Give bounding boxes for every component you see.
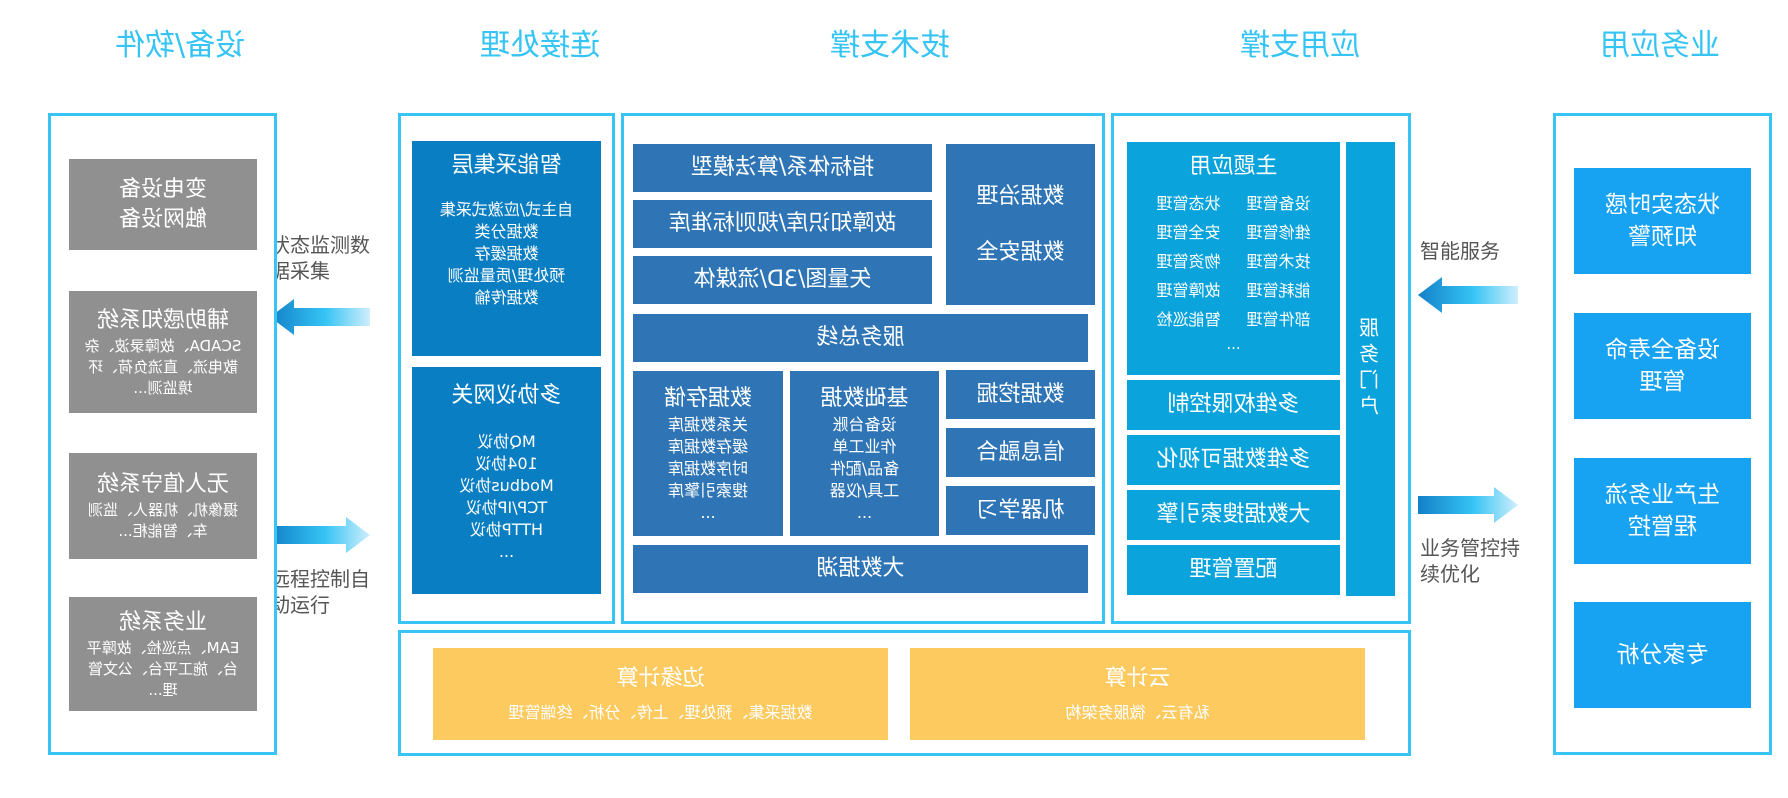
theme-item[interactable]: 维修管理 <box>1246 223 1311 242</box>
theme-apps-title: 主题应用 <box>1189 154 1278 179</box>
cloud-desc: 私有云、微服务架构 <box>1065 703 1210 722</box>
theme-item[interactable]: 安全管理 <box>1156 223 1221 242</box>
list-item: 数据分类 <box>474 222 539 241</box>
list-item: 搜索引擎库 <box>668 480 749 500</box>
column-title-app-support: 应用支撑 <box>1240 28 1360 63</box>
list-item: 备品/配件 <box>829 458 900 478</box>
arrow-label-remote-control: 远程控制自动运行 <box>270 567 370 617</box>
device-item[interactable]: 无人值守系统摄像机、机器人、监测车、智能柜... <box>69 453 257 559</box>
theme-row: 部件管理 智能巡检 <box>1156 306 1310 334</box>
arrow-right-icon <box>1418 487 1518 523</box>
arrow-label-smart-service: 智能服务 <box>1420 239 1500 263</box>
device-desc: EAM、点巡检、故障平台、施工平台、公文管理... <box>86 638 240 699</box>
app-block[interactable]: 多维数据可视化 <box>1127 435 1340 485</box>
gateway-title: 多协议网关 <box>451 383 562 408</box>
list-item: 缓存数据库 <box>668 436 749 456</box>
list-item: HTTP协议 <box>470 520 543 539</box>
base-data-title: 基础数据 <box>820 385 909 411</box>
tech-left-block[interactable]: 数据挖掘 <box>946 370 1095 419</box>
device-item[interactable]: 变电设备触网设备 <box>69 159 257 250</box>
list-item: ... <box>498 542 515 561</box>
list-item: 104协议 <box>475 454 538 473</box>
tech-right-block[interactable]: 指标体系/算法模型 <box>633 144 932 192</box>
list-item: MQ协议 <box>477 432 536 451</box>
business-item[interactable]: 生产业务流程管控 <box>1574 458 1751 564</box>
collect-title: 智能采集层 <box>451 153 562 178</box>
tech-left-block[interactable]: 信息融合 <box>946 428 1095 477</box>
service-portal-label: 服务门户 <box>1358 317 1383 421</box>
edge-desc: 数据采集、预处理、上传、分析、终端管理 <box>508 703 813 722</box>
data-security[interactable]: 数据安全 <box>976 239 1065 265</box>
data-governance[interactable]: 数据治理 <box>976 183 1065 209</box>
app-block[interactable]: 多维权限控制 <box>1127 380 1340 430</box>
data-lake[interactable]: 大数据湖 <box>633 545 1088 593</box>
theme-row: 维修管理 安全管理 <box>1156 219 1310 247</box>
service-bus[interactable]: 服务总线 <box>633 314 1088 362</box>
arrow-right-icon <box>270 517 370 553</box>
arrow-label-business-control: 业务管控持续优化 <box>1420 536 1520 586</box>
list-item: TCP/IP协议 <box>465 498 548 517</box>
collect-layer[interactable]: 智能采集层 自主式/应激式采集数据分类数据缓存预处理/质量监测数据传输 <box>412 141 601 356</box>
business-item[interactable]: 专家分析 <box>1574 602 1751 708</box>
cloud-computing[interactable]: 云计算 私有云、微服务架构 <box>910 648 1365 740</box>
theme-item[interactable]: 状态管理 <box>1156 194 1221 213</box>
device-desc: 摄像机、机器人、监测车、智能柜... <box>88 501 239 540</box>
list-item: 预处理/质量监测 <box>447 266 566 285</box>
list-item: 自主式/应激式采集 <box>439 200 574 219</box>
list-item: ... <box>700 502 716 522</box>
device-title: 辅助感知系统 <box>97 307 230 333</box>
device-item[interactable]: 业务系统 EAM、点巡检、故障平台、施工平台、公文管理... <box>69 597 257 711</box>
column-title-devices: 设备/软件 <box>114 28 246 63</box>
governance-security-block: 数据治理 数据安全 <box>946 144 1095 305</box>
column-title-connection: 连接处理 <box>480 28 600 63</box>
edge-computing[interactable]: 边缘计算 数据采集、预处理、上传、分析、终端管理 <box>433 648 888 740</box>
edge-title: 边缘计算 <box>616 666 705 691</box>
device-title: 无人值守系统 <box>97 472 230 497</box>
theme-apps-more: ... <box>1226 335 1241 353</box>
list-item: ... <box>856 502 873 522</box>
theme-item[interactable]: 技术管理 <box>1246 252 1311 271</box>
device-desc: 触网设备 <box>119 206 208 232</box>
theme-row: 设备管理 状态管理 <box>1156 190 1310 218</box>
arrow-left-icon <box>1418 277 1518 313</box>
theme-row: 能耗管理 故障管理 <box>1156 277 1310 305</box>
theme-item[interactable]: 能耗管理 <box>1246 281 1311 300</box>
storage-title: 数据存储 <box>664 385 753 411</box>
theme-item[interactable]: 部件管理 <box>1246 310 1311 329</box>
theme-item[interactable]: 设备管理 <box>1246 194 1311 213</box>
cloud-title: 云计算 <box>1104 666 1171 691</box>
theme-item[interactable]: 故障管理 <box>1156 281 1221 300</box>
app-block[interactable]: 大数据搜索引擎 <box>1127 490 1340 540</box>
tech-right-block[interactable]: 故障知识库/规则标准库 <box>633 200 932 248</box>
list-item: 设备台账 <box>832 414 897 434</box>
device-desc: SCADA、故障录波、杂散电流、直流负荷、环境监测... <box>84 336 242 397</box>
base-data-block[interactable]: 基础数据 设备台账作业工单备品/配件工具/仪器... <box>790 371 939 536</box>
list-item: 关系数据库 <box>668 414 749 434</box>
service-portal[interactable]: 服务门户 <box>1346 142 1395 596</box>
storage-block[interactable]: 数据存储 关系数据库缓存数据库时序数据库搜索引擎库... <box>633 371 783 536</box>
theme-item[interactable]: 物资管理 <box>1156 252 1221 271</box>
arrow-label-state-monitor: 状态监测数据采集 <box>270 233 370 283</box>
column-title-business: 业务应用 <box>1600 28 1720 63</box>
theme-row: 技术管理 物资管理 <box>1156 248 1310 276</box>
list-item: 时序数据库 <box>668 458 749 478</box>
device-title: 业务系统 <box>119 609 208 635</box>
list-item: 数据缓存 <box>474 244 539 263</box>
list-item: 工具/仪器 <box>829 480 900 500</box>
device-item[interactable]: 辅助感知系统 SCADA、故障录波、杂散电流、直流负荷、环境监测... <box>69 291 257 413</box>
list-item: 作业工单 <box>832 436 897 456</box>
app-block[interactable]: 配置管理 <box>1127 545 1340 595</box>
list-item: 数据传输 <box>474 288 539 307</box>
protocol-gateway[interactable]: 多协议网关 MQ协议 104协议 Modbus协议 TCP/IP协议 HTTP协议... <box>412 367 601 594</box>
business-item[interactable]: 状态实时感知预警 <box>1574 168 1751 274</box>
list-item: Modbus协议 <box>459 476 554 495</box>
arrow-left-icon <box>270 299 370 335</box>
theme-apps-panel: 主题应用 设备管理 状态管理维修管理 安全管理技术管理 物资管理能耗管理 故障管理部件管… <box>1127 142 1340 375</box>
column-title-tech-support: 技术支撑 <box>830 28 950 63</box>
tech-right-block[interactable]: 矢量图/3D/流媒体 <box>633 256 932 304</box>
device-title: 变电设备 <box>119 176 208 202</box>
tech-left-block[interactable]: 机器学习 <box>946 486 1095 535</box>
theme-item[interactable]: 智能巡检 <box>1156 310 1221 329</box>
business-item[interactable]: 设备全寿命管理 <box>1574 313 1751 419</box>
